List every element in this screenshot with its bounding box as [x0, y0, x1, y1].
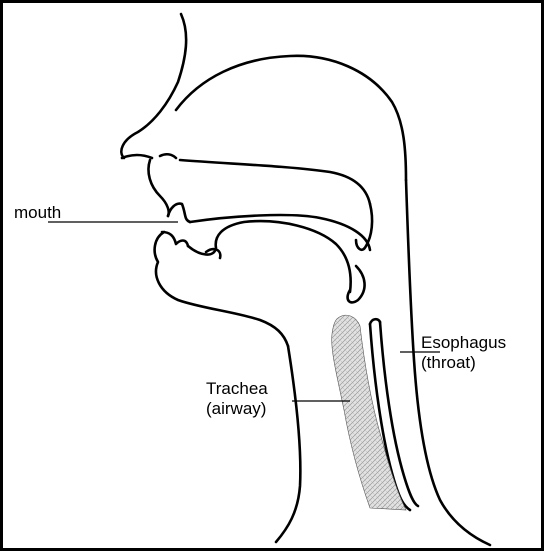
mouth-label: mouth: [14, 203, 61, 223]
upper-teeth: [168, 204, 190, 222]
lower-lip-chin: [155, 232, 288, 346]
lower-teeth: [162, 232, 188, 246]
tongue: [188, 221, 351, 292]
trachea-label-line2: (airway): [206, 399, 268, 419]
face-profile: [121, 14, 186, 158]
esophagus-label: Esophagus (throat): [421, 333, 506, 373]
esophagus-label-line2: (throat): [421, 353, 506, 373]
esophagus-top: [370, 319, 380, 324]
nostril: [122, 154, 176, 158]
esophagus-label-line1: Esophagus: [421, 333, 506, 353]
nasal-floor: [180, 160, 370, 204]
trachea-label: Trachea (airway): [206, 379, 268, 419]
palate: [190, 215, 370, 250]
neck-front: [276, 346, 300, 542]
trachea-label-line1: Trachea: [206, 379, 268, 399]
soft-palate: [356, 204, 372, 250]
upper-lip: [148, 160, 168, 216]
